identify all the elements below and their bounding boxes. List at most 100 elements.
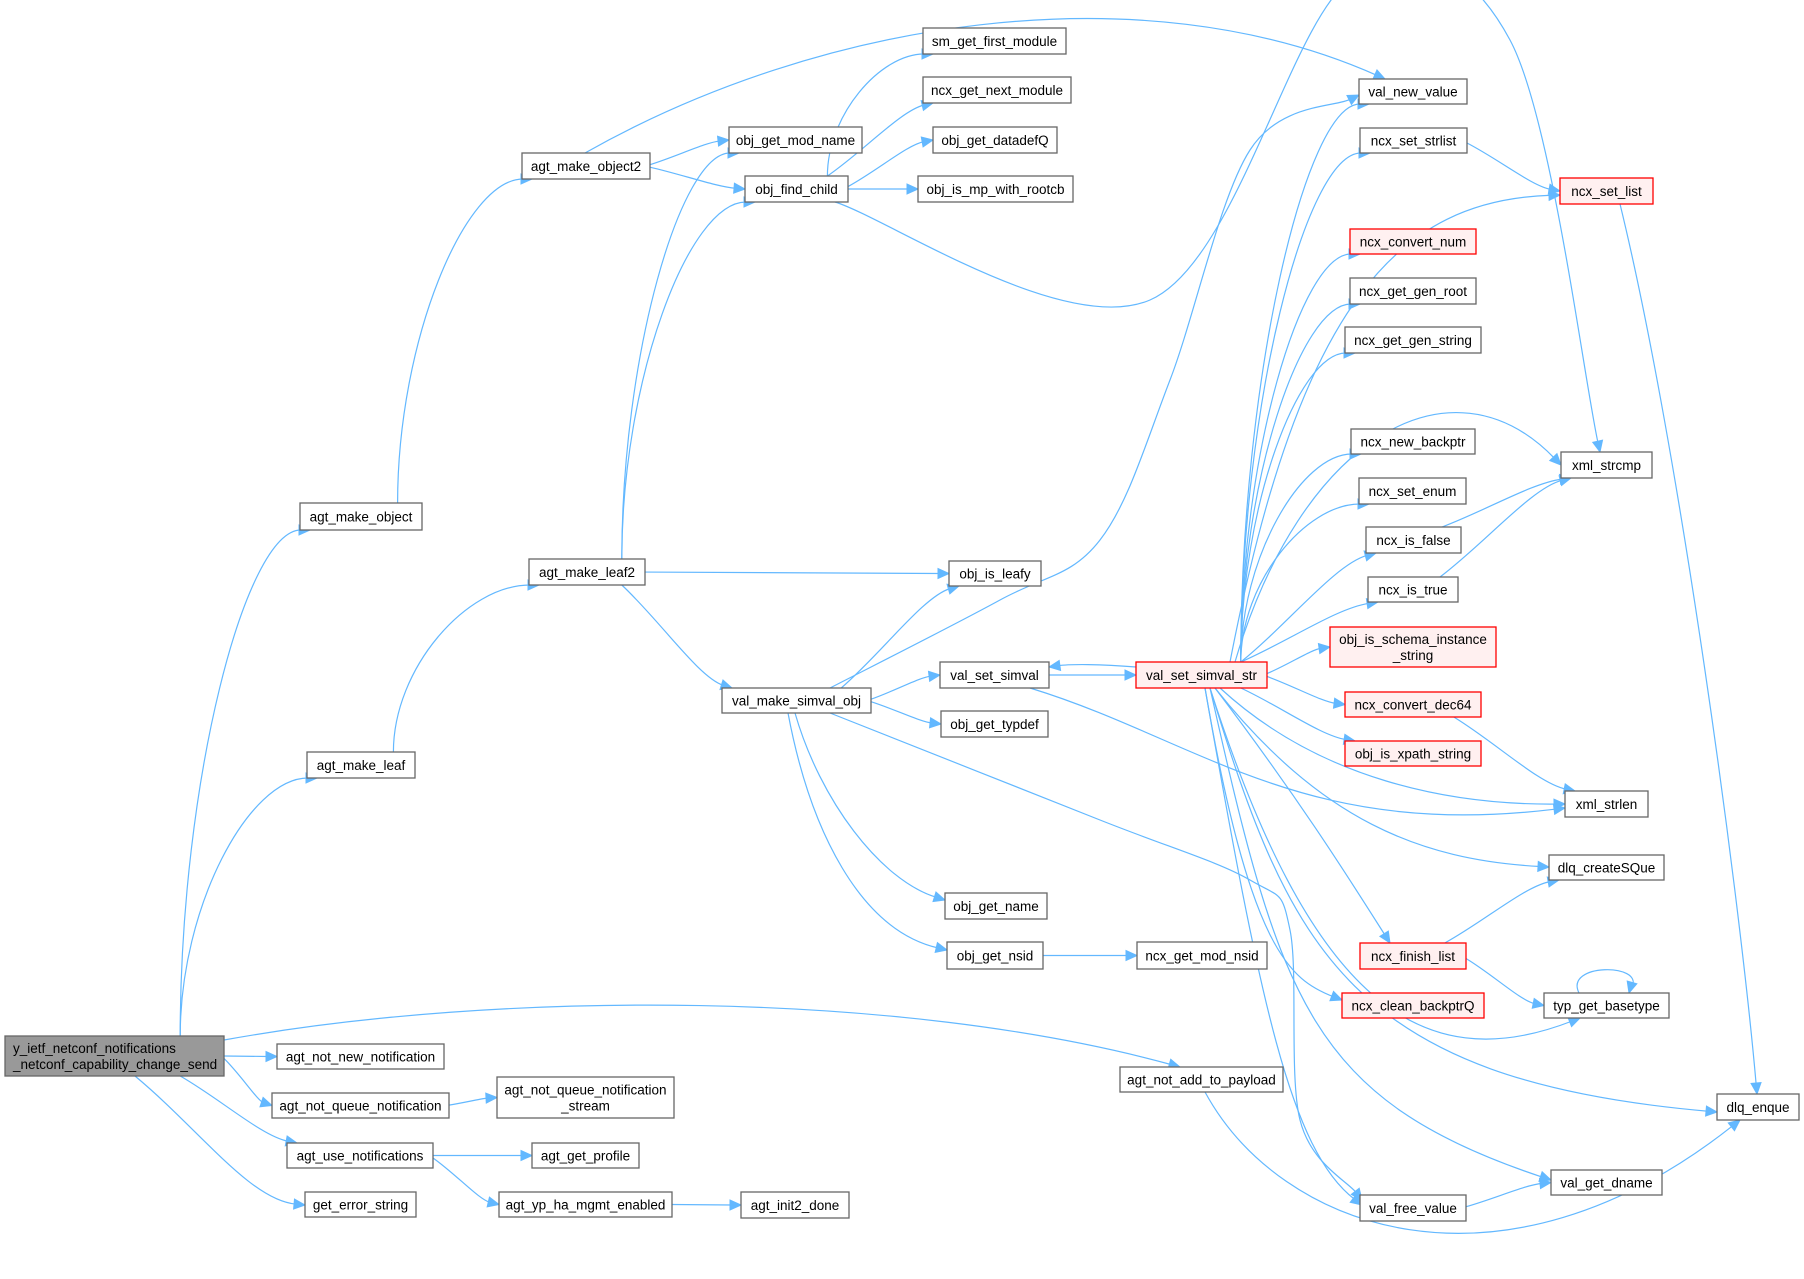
node-box (1543, 992, 1670, 1019)
node-agt-make-object[interactable]: agt_make_object (299, 502, 423, 531)
node-xml-strcmp[interactable]: xml_strcmp (1560, 451, 1653, 479)
edge-line (1466, 142, 1552, 191)
node-val-free-value[interactable]: val_free_value (1359, 1194, 1467, 1222)
node-ncx-set-list[interactable]: ncx_set_list (1559, 177, 1654, 205)
edge-line (1619, 203, 1757, 1086)
edge-line (179, 529, 302, 1037)
node-obj-find-child[interactable]: obj_find_child (744, 175, 849, 203)
node-box (304, 1191, 417, 1218)
node-box (1548, 854, 1665, 881)
node-obj-get-typdef[interactable]: obj_get_typdef (940, 710, 1049, 738)
edge-val-set-simval-str-to-ncx-get-gen-string (1240, 347, 1357, 663)
node-root[interactable]: y_ietf_netconf_notifications_netconf_cap… (4, 1035, 225, 1077)
arrow-head-icon (729, 1199, 743, 1211)
node-dlq-enque[interactable]: dlq_enque (1716, 1093, 1800, 1121)
node-box (728, 126, 863, 154)
edge-line (179, 777, 309, 1037)
edge-root-to-get-error-string (134, 1075, 307, 1210)
node-obj-is-schema-instance-string[interactable]: obj_is_schema_instance_string (1329, 626, 1497, 668)
node-xml-strlen[interactable]: xml_strlen (1564, 790, 1649, 818)
node-ncx-get-gen-root[interactable]: ncx_get_gen_root (1349, 277, 1477, 305)
node-obj-is-mp-with-rootcb[interactable]: obj_is_mp_with_rootcb (917, 175, 1074, 203)
node-box (1550, 1169, 1663, 1196)
node-ncx-new-backptr[interactable]: ncx_new_backptr (1350, 428, 1476, 455)
node-obj-is-leafy[interactable]: obj_is_leafy (948, 560, 1042, 587)
edge-ncx-finish-list-to-dlq-createSQue (1444, 876, 1561, 944)
node-agt-init2-done[interactable]: agt_init2_done (740, 1191, 850, 1219)
node-ncx-is-false[interactable]: ncx_is_false (1365, 526, 1462, 554)
arrow-head-icon (934, 941, 949, 954)
node-ncx-get-next-module[interactable]: ncx_get_next_module (922, 76, 1072, 104)
edge-ncx-finish-list-to-typ-get-basetype (1465, 957, 1546, 1009)
edge-line (1576, 969, 1634, 994)
node-ncx-get-gen-string[interactable]: ncx_get_gen_string (1344, 326, 1482, 354)
node-agt-make-leaf2[interactable]: agt_make_leaf2 (528, 558, 646, 586)
edge-agt-make-leaf2-to-obj-find-child (621, 196, 757, 560)
node-label: obj_get_nsid (957, 949, 1034, 964)
node-ncx-set-enum[interactable]: ncx_set_enum (1358, 477, 1467, 505)
edge-obj-find-child-to-sm-get-first-module (826, 48, 935, 177)
node-box (531, 1142, 640, 1169)
node-label: obj_get_datadefQ (941, 133, 1048, 148)
edge-line (1266, 647, 1322, 675)
arrow-head-icon (937, 567, 951, 580)
node-val-set-simval[interactable]: val_set_simval (939, 661, 1050, 689)
edge-agt-yp-ha-mgmt-enabled-to-agt-init2-done (671, 1199, 743, 1211)
node-agt-make-leaf[interactable]: agt_make_leaf (306, 751, 416, 779)
node-label: obj_is_schema_instance (1339, 632, 1487, 647)
node-box (1365, 526, 1462, 554)
edge-agt-make-leaf2-to-obj-is-leafy (644, 567, 951, 580)
node-box (306, 751, 416, 779)
edge-line (834, 0, 1599, 444)
node-ncx-clean-backptrQ[interactable]: ncx_clean_backptrQ (1341, 992, 1485, 1019)
node-box (744, 175, 849, 203)
node-ncx-set-strlist[interactable]: ncx_set_strlist (1359, 127, 1468, 154)
edge-line (432, 1157, 491, 1204)
node-obj-get-nsid[interactable]: obj_get_nsid (946, 941, 1044, 970)
edge-val-make-simval-obj-to-val-set-simval (870, 670, 942, 700)
node-agt-use-notifications[interactable]: agt_use_notifications (286, 1142, 434, 1169)
node-label: sm_get_first_module (932, 34, 1057, 49)
edge-line (826, 53, 925, 177)
node-obj-get-datadefQ[interactable]: obj_get_datadefQ (932, 126, 1058, 154)
node-val-get-dname[interactable]: val_get_dname (1550, 1169, 1663, 1196)
node-label: ncx_new_backptr (1360, 435, 1466, 450)
node-ncx-is-true[interactable]: ncx_is_true (1367, 576, 1459, 603)
edge-line (584, 17, 1378, 154)
node-ncx-convert-dec64[interactable]: ncx_convert_dec64 (1344, 691, 1482, 718)
node-label: ncx_get_gen_root (1359, 284, 1467, 299)
node-val-new-value[interactable]: val_new_value (1358, 78, 1468, 105)
arrow-head-icon (1047, 659, 1062, 672)
node-agt-get-profile[interactable]: agt_get_profile (531, 1142, 640, 1169)
node-dlq-createSQue[interactable]: dlq_createSQue (1548, 854, 1665, 881)
node-box (946, 941, 1044, 970)
node-val-make-simval-obj[interactable]: val_make_simval_obj (721, 687, 872, 714)
node-box (1358, 477, 1467, 505)
edge-agt-use-notifications-to-agt-get-profile (432, 1149, 534, 1162)
node-ncx-convert-num[interactable]: ncx_convert_num (1349, 228, 1477, 255)
node-get-error-string[interactable]: get_error_string (304, 1191, 417, 1218)
node-box (917, 175, 1074, 203)
arrow-head-icon (1548, 452, 1562, 466)
node-agt-not-queue-notification-stream[interactable]: agt_not_queue_notification_stream (496, 1076, 675, 1119)
node-obj-is-xpath-string[interactable]: obj_is_xpath_string (1344, 740, 1482, 767)
node-agt-yp-ha-mgmt-enabled[interactable]: agt_yp_ha_mgmt_enabled (498, 1191, 673, 1218)
node-typ-get-basetype[interactable]: typ_get_basetype (1543, 992, 1670, 1019)
node-val-set-simval-str[interactable]: val_set_simval_str (1135, 661, 1268, 689)
node-ncx-finish-list[interactable]: ncx_finish_list (1359, 942, 1467, 970)
edge-agt-make-leaf2-to-val-make-simval-obj (621, 584, 734, 691)
arrow-head-icon (1531, 997, 1546, 1009)
node-label: agt_make_object (310, 510, 413, 525)
node-agt-not-add-to-payload[interactable]: agt_not_add_to_payload (1119, 1066, 1284, 1093)
node-agt-not-new-notification[interactable]: agt_not_new_notification (276, 1043, 445, 1070)
edge-line (1204, 687, 1334, 998)
edge-root-to-agt-make-leaf (179, 772, 319, 1037)
node-agt-not-queue-notification[interactable]: agt_not_queue_notification (271, 1092, 450, 1119)
edge-val-set-simval-str-to-xml-strlen (1219, 687, 1567, 810)
node-ncx-get-mod-nsid[interactable]: ncx_get_mod_nsid (1136, 941, 1268, 970)
node-obj-get-mod-name[interactable]: obj_get_mod_name (728, 126, 863, 154)
node-agt-make-object2[interactable]: agt_make_object2 (521, 152, 651, 180)
node-sm-get-first-module[interactable]: sm_get_first_module (922, 27, 1067, 55)
node-box (940, 710, 1049, 738)
node-obj-get-name[interactable]: obj_get_name (944, 892, 1048, 920)
